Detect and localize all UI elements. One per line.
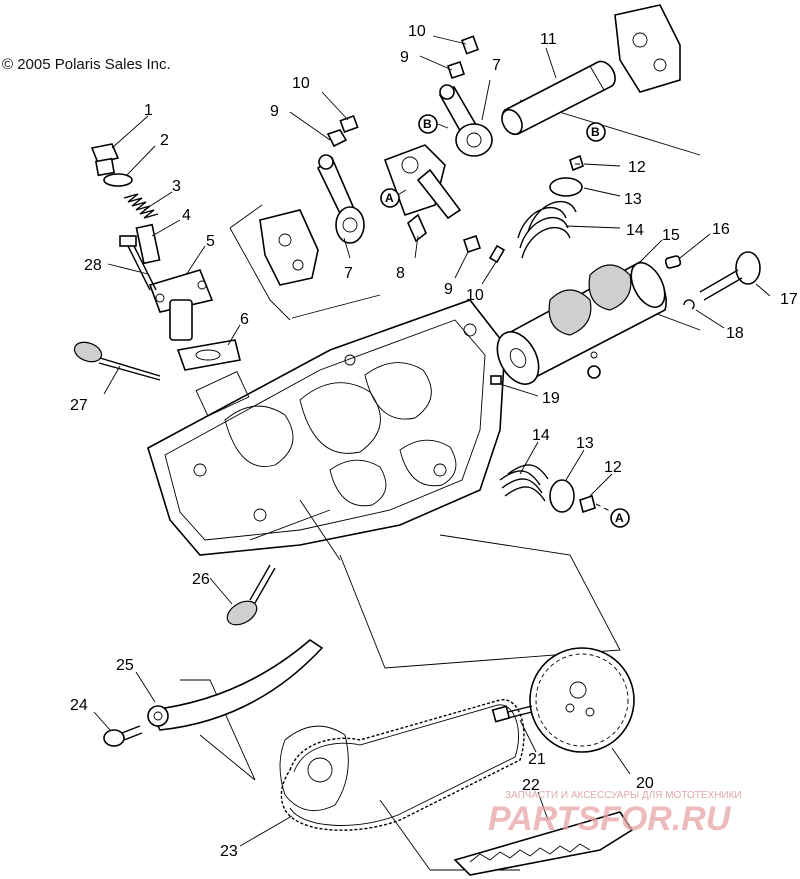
ref-marker-b-left: B xyxy=(423,117,432,131)
callout-labels: 1 2 3 4 5 6 7 7 8 9 9 9 10 10 10 11 12 1… xyxy=(70,23,798,860)
camshaft-ball xyxy=(590,351,598,359)
rocker-arm-left xyxy=(316,154,365,244)
callout-10-left: 10 xyxy=(292,75,310,92)
callout-24: 24 xyxy=(70,697,88,714)
chain-tensioner-blade xyxy=(147,638,324,731)
rocker-arm-right xyxy=(438,84,493,157)
callout-7-left: 7 xyxy=(344,265,353,282)
valve-spring-bottom xyxy=(499,464,549,502)
callout-9-left: 9 xyxy=(270,103,279,120)
spring-retainer-bottom xyxy=(549,479,575,513)
copyright-notice: © 2005 Polaris Sales Inc. xyxy=(2,56,171,73)
callout-6: 6 xyxy=(240,311,249,328)
rocker-shaft xyxy=(501,60,616,136)
callout-14-bottom: 14 xyxy=(532,427,550,444)
leader-lines xyxy=(93,35,771,847)
callout-26: 26 xyxy=(192,571,210,588)
callout-12-top: 12 xyxy=(628,159,646,176)
tensioner-body xyxy=(148,269,214,341)
callout-5: 5 xyxy=(206,233,215,250)
callout-10-bottom: 10 xyxy=(466,287,484,304)
callout-27: 27 xyxy=(70,397,88,414)
callout-25: 25 xyxy=(116,657,134,674)
callout-16: 16 xyxy=(712,221,730,238)
callout-17: 17 xyxy=(780,291,798,308)
ref-marker-a-lower: A xyxy=(615,511,624,525)
callout-19: 19 xyxy=(542,390,560,407)
crankshaft-housing-detail xyxy=(279,725,349,812)
callout-13-bottom: 13 xyxy=(576,435,594,452)
chain-guide xyxy=(453,811,634,876)
watermark-brand: PARTSFOR.RU xyxy=(488,800,732,838)
callout-11: 11 xyxy=(540,31,557,48)
rocker-arm-center xyxy=(383,144,462,243)
camshaft-pin xyxy=(490,375,502,385)
cylinder-head xyxy=(147,299,506,561)
cam-chain xyxy=(280,699,525,831)
cam-sprocket xyxy=(529,647,635,753)
tensioner-gasket xyxy=(176,339,241,371)
intake-valve xyxy=(73,341,161,381)
camshaft-dowel-pin xyxy=(664,255,682,269)
callout-7-right: 7 xyxy=(492,57,501,74)
callout-15: 15 xyxy=(662,227,680,244)
tensioner-plunger xyxy=(135,223,161,265)
ref-marker-b-right: B xyxy=(591,125,600,139)
callout-8: 8 xyxy=(396,265,405,282)
tensioner-cap-bolt xyxy=(90,143,120,177)
callout-3: 3 xyxy=(172,178,181,195)
callout-10-top: 10 xyxy=(408,23,426,40)
rocker-support-bracket-top xyxy=(614,4,681,93)
callout-28: 28 xyxy=(84,257,102,274)
camshaft xyxy=(496,261,667,385)
adjuster-nuts-and-screws xyxy=(326,35,506,264)
callout-22: 22 xyxy=(522,777,540,794)
sprocket-bolt xyxy=(491,705,533,723)
pivot-bolt xyxy=(103,725,143,747)
assembly-outline-lines xyxy=(180,99,701,871)
callout-23: 23 xyxy=(220,843,238,860)
sealing-washer xyxy=(103,173,133,187)
exhaust-valve xyxy=(226,564,276,626)
tensioner-bolt xyxy=(119,235,157,291)
callout-9-bottom: 9 xyxy=(444,281,453,298)
camshaft-plug xyxy=(587,365,601,379)
snap-ring xyxy=(683,299,695,310)
callout-1: 1 xyxy=(144,102,153,119)
callout-21: 21 xyxy=(528,751,546,768)
valve-keeper-bottom xyxy=(579,494,596,514)
callout-9-top: 9 xyxy=(400,49,409,66)
valve-keeper-top xyxy=(569,154,584,172)
reference-markers: A A B B xyxy=(380,114,630,528)
tensioner-spring xyxy=(123,193,159,219)
callout-14-top: 14 xyxy=(626,222,644,239)
callout-12-bottom: 12 xyxy=(604,459,622,476)
rocker-support-bracket-left xyxy=(259,209,319,286)
callout-4: 4 xyxy=(182,207,191,224)
callout-18: 18 xyxy=(726,325,744,342)
ref-marker-a-upper: A xyxy=(385,191,394,205)
spring-retainer-top xyxy=(549,177,583,197)
callout-2: 2 xyxy=(160,132,169,149)
decompression-bolt xyxy=(699,251,761,301)
callout-13-top: 13 xyxy=(624,191,642,208)
watermark-tagline: ЗАПЧАСТИ И АКСЕССУАРЫ ДЛЯ МОТОТЕХНИКИ xyxy=(505,790,742,801)
valve-spring-top xyxy=(517,201,577,259)
callout-20: 20 xyxy=(636,775,654,792)
watermark: ЗАПЧАСТИ И АКСЕССУАРЫ ДЛЯ МОТОТЕХНИКИ PA… xyxy=(488,790,742,838)
